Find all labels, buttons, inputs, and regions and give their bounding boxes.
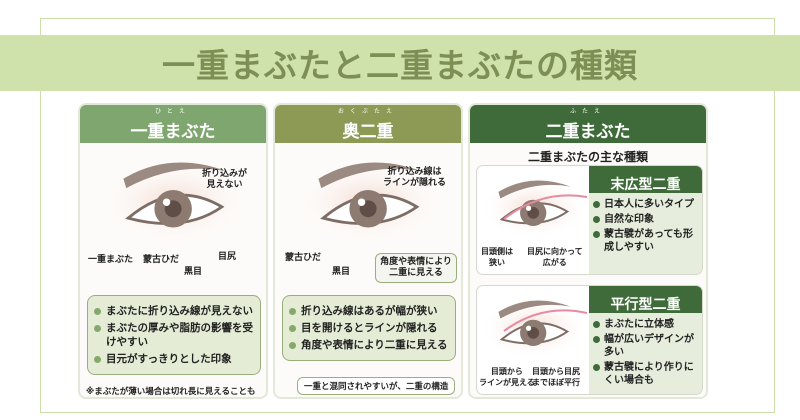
point: まぶたに立体感 <box>593 318 698 331</box>
ruby: ふたえ <box>569 108 606 115</box>
ruby: おくぶたえ <box>337 108 398 115</box>
points-bubble: 折り込み線はあるが幅が狭い 目を開けるとラインが隠れる 角度や表情により二重に見… <box>282 295 456 361</box>
point: 幅が広いデザインが多い <box>593 333 698 359</box>
label-left: 目頭から ラインが見える <box>479 367 535 387</box>
point: 目を開けるとラインが隠れる <box>289 321 449 335</box>
label-mongol: 蒙古ひだ <box>143 255 180 265</box>
eye-illustration <box>100 150 250 245</box>
type-name: 平行型二重 <box>589 286 702 313</box>
type-card: 平行型二重 まぶたに立体感幅が広いデザインが多い蒙古襞により作りにくい場合も 目… <box>476 285 703 395</box>
panel-header: ひとえ一重まぶた <box>80 105 266 143</box>
panel-hooded-double: おくぶたえ奥二重 折り込み線は ラインが隠れる 蒙古ひだ 黒目 角度や表情により… <box>273 103 463 399</box>
point: まぶたの厚みや脂肪の影響を受けやすい <box>94 321 254 349</box>
eye-illustration <box>482 291 587 359</box>
note: ※まぶたが薄い場合は切れ長に見えることも <box>86 387 256 397</box>
type-name: 末広型二重 <box>589 166 702 193</box>
point: 自然な印象 <box>593 213 698 226</box>
eye-illustration <box>295 150 445 245</box>
label-mongol: 蒙古ひだ <box>285 253 322 263</box>
label-angle: 角度や表情により 二重に見える <box>375 253 457 283</box>
note: 一重と混同されやすいが、二重の構造 <box>297 377 456 395</box>
panel-title: 二重まぶた <box>545 122 631 142</box>
points-bubble: まぶたに折り込み線が見えない まぶたの厚みや脂肪の影響を受けやすい 目元がすっき… <box>87 295 261 375</box>
label-iris: 黒目 <box>332 267 351 277</box>
label-outer: 目尻 <box>218 252 237 262</box>
point: 角度や表情により二重に見える <box>289 338 449 352</box>
title-band: 一重まぶたと二重まぶたの種類 <box>0 35 800 91</box>
label-left: 目頭側は 狭い <box>481 247 513 267</box>
panel-title: 奥二重 <box>342 122 394 142</box>
panel-double-eyelid: ふたえ二重まぶた 二重まぶたの主な種類 末広型二重 日本人に多いタイプ自然な印象… <box>468 103 708 399</box>
point: 蒙古襞があっても形成しやすい <box>593 228 698 254</box>
label-right: 目尻に向かって 広がる <box>527 247 583 267</box>
point: 目元がすっきりとした印象 <box>94 352 254 366</box>
label-right: 目頭から目尻 までほぼ平行 <box>532 367 580 387</box>
subtitle: 二重まぶたの主な種類 <box>527 150 648 164</box>
label-iris: 黒目 <box>184 267 203 277</box>
point: 日本人に多いタイプ <box>593 198 698 211</box>
panel-header: ふたえ二重まぶた <box>470 105 706 143</box>
page-title: 一重まぶたと二重まぶたの種類 <box>162 46 638 85</box>
panel-single-eyelid: ひとえ一重まぶた 折り込みが 見えない 一重まぶた 蒙古ひだ 黒目 目尻 まぶた… <box>78 103 268 399</box>
ruby: ひとえ <box>155 108 191 115</box>
label-fold: 折り込み線は ラインが隠れる <box>383 167 447 188</box>
point: 折り込み線はあるが幅が狭い <box>289 304 449 318</box>
panel-header: おくぶたえ奥二重 <box>275 105 461 143</box>
panel-title: 一重まぶた <box>130 122 216 142</box>
type-card: 末広型二重 日本人に多いタイプ自然な印象蒙古襞があっても形成しやすい 目頭側は … <box>476 165 703 275</box>
label-fold: 折り込みが 見えない <box>202 169 248 190</box>
eye-illustration <box>482 171 587 239</box>
point: まぶたに折り込み線が見えない <box>94 304 254 318</box>
point: 蒙古襞により作りにくい場合も <box>593 361 698 387</box>
frame <box>40 18 775 413</box>
label-single: 一重まぶた <box>88 255 134 265</box>
